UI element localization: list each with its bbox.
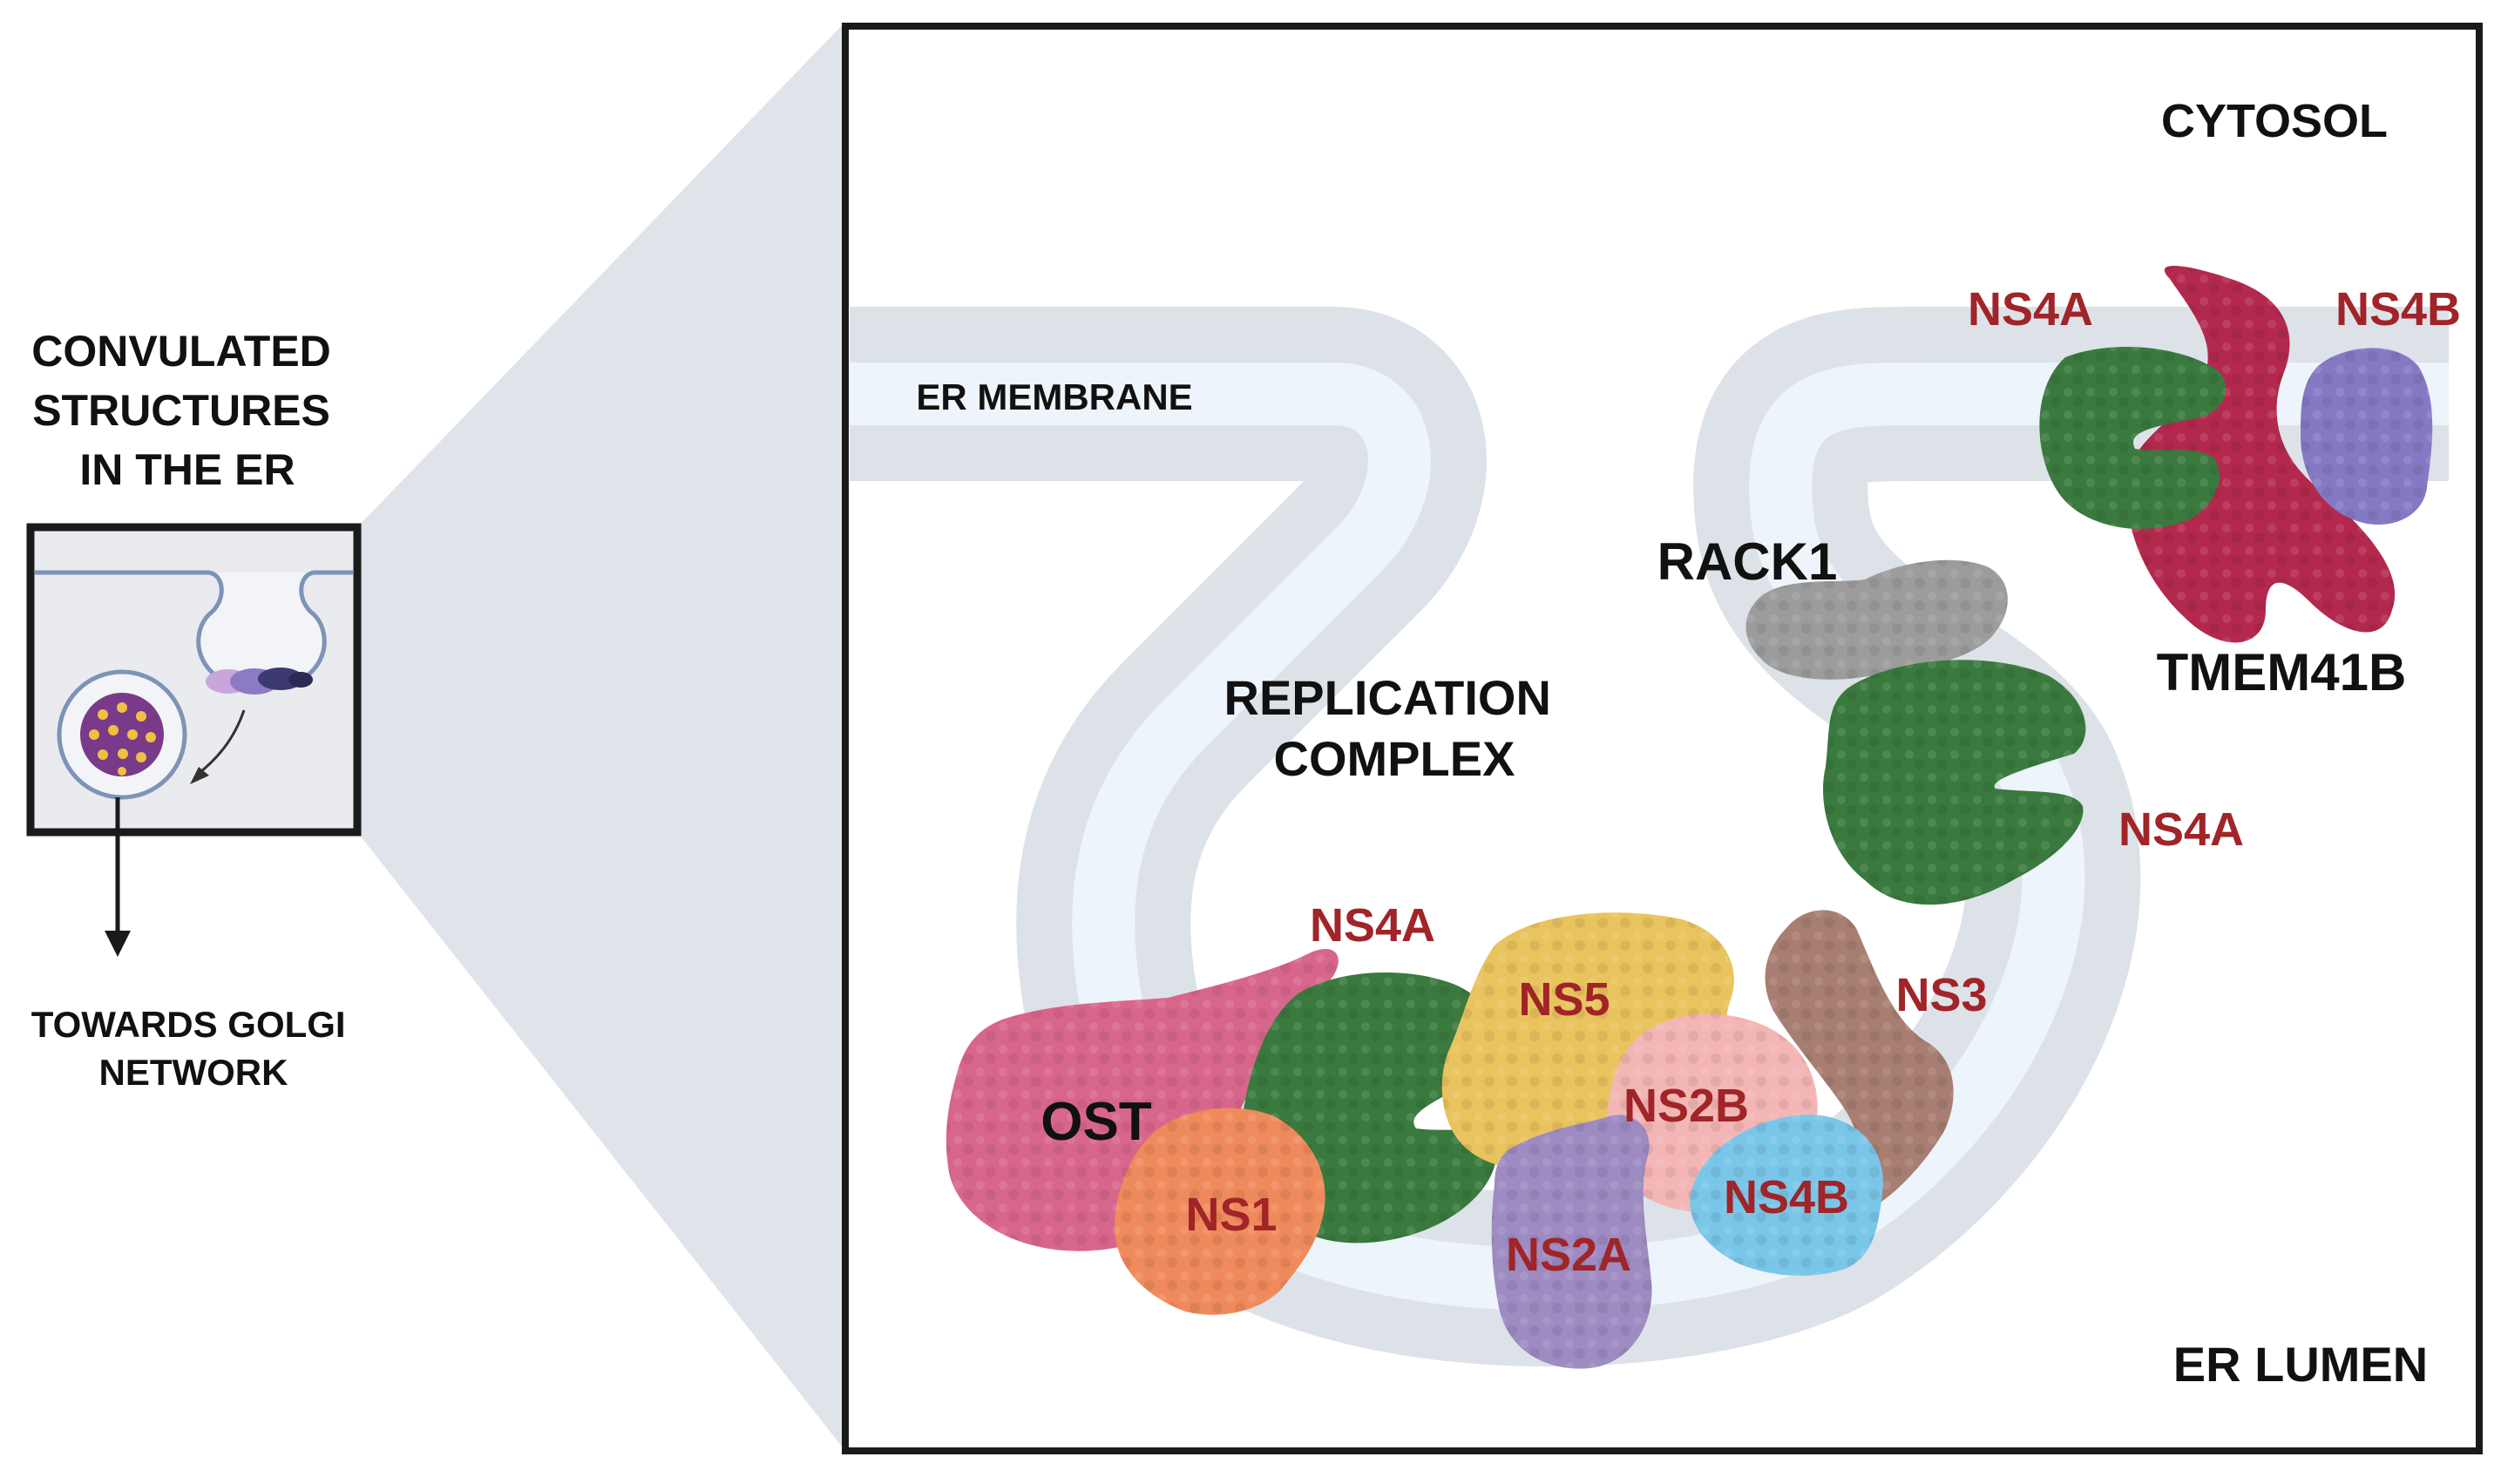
overview-golgi-arrowhead	[105, 931, 131, 957]
tmem41b-protein	[2126, 266, 2396, 643]
ns5-label: NS5	[1518, 973, 1610, 1026]
ns3-label: NS3	[1895, 969, 1987, 1021]
ns4a-protein-top	[2039, 347, 2226, 529]
ns4a-label-top: NS4A	[1968, 283, 2093, 335]
ns4a-label-bottom: NS4A	[1310, 899, 1435, 952]
ns4a-label-middle: NS4A	[2118, 803, 2244, 856]
overview-panel: CONVULATED STRUCTURES IN THE ER TOWARDS …	[26, 327, 362, 1093]
overview-virion-dots	[89, 702, 156, 776]
tmem41b-label: TMEM41B	[2157, 643, 2407, 701]
overview-arrow-label-line-2: NETWORK	[99, 1052, 288, 1093]
ns4a-protein-middle	[1823, 660, 2086, 905]
ost-label: OST	[1040, 1092, 1152, 1152]
rack1-label: RACK1	[1657, 532, 1838, 591]
zoom-wedge	[357, 22, 845, 1451]
ost-protein	[946, 949, 1339, 1251]
overview-title-line-2: STRUCTURES	[32, 386, 330, 435]
er-membrane-label: ER MEMBRANE	[916, 376, 1192, 417]
ns4b-protein-bottom	[1690, 1115, 1883, 1277]
overview-title-line-3: IN THE ER	[79, 445, 295, 494]
ns2b-label: NS2B	[1623, 1080, 1749, 1132]
overview-arrow-label: TOWARDS GOLGI NETWORK	[31, 1004, 356, 1093]
ns4b-protein-top	[2301, 348, 2433, 525]
rack1-protein	[1745, 559, 2008, 680]
replication-complex-line-2: COMPLEX	[1274, 731, 1515, 786]
overview-title-line-1: CONVULATED	[31, 327, 331, 376]
ns3-protein	[1765, 910, 1954, 1210]
ns2a-protein	[1491, 1115, 1652, 1369]
overview-arrow-label-line-1: TOWARDS GOLGI	[31, 1004, 346, 1045]
replication-complex-label: REPLICATION COMPLEX	[1224, 670, 1565, 786]
replication-complex-line-1: REPLICATION	[1224, 670, 1551, 725]
ns4b-label-bottom: NS4B	[1724, 1171, 1849, 1223]
ns1-label: NS1	[1185, 1189, 1277, 1241]
cytosol-label: CYTOSOL	[2161, 95, 2388, 147]
overview-curved-arrowhead	[190, 767, 209, 784]
ns1-protein	[1115, 1108, 1325, 1315]
ns4b-label-top: NS4B	[2335, 283, 2461, 335]
overview-complex-icon	[206, 667, 313, 695]
ns2a-label: NS2A	[1506, 1229, 1631, 1281]
overview-title: CONVULATED STRUCTURES IN THE ER	[31, 327, 342, 494]
er-lumen-label: ER LUMEN	[2173, 1337, 2428, 1392]
